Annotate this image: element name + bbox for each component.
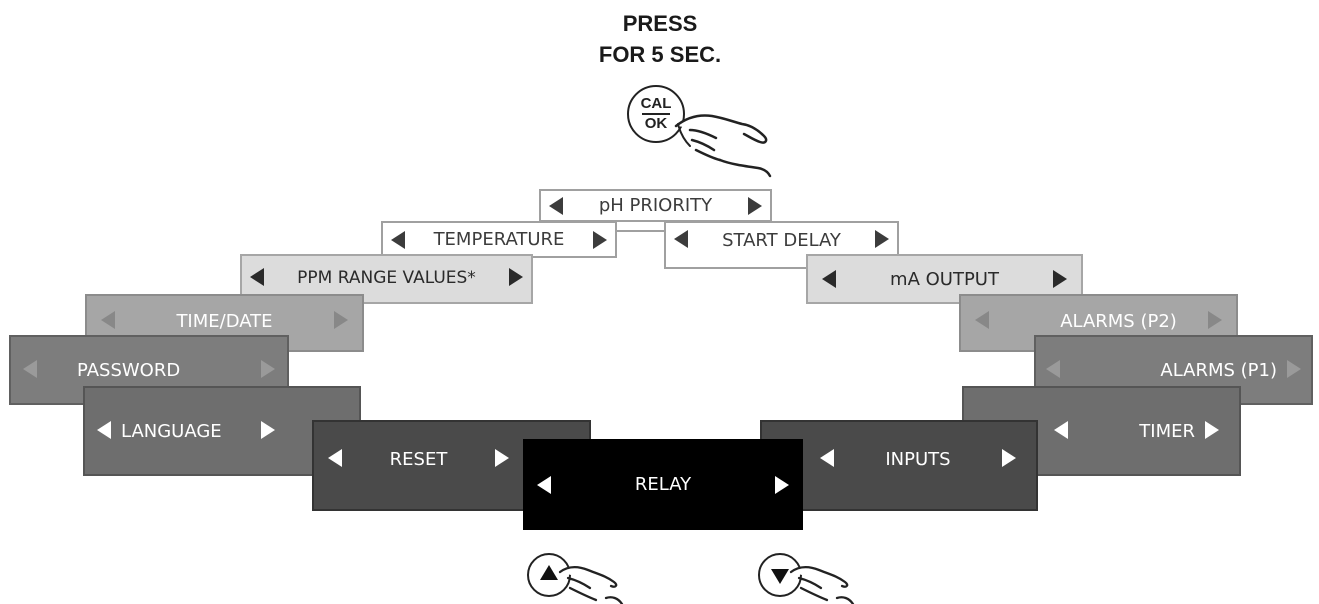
right-arrow-icon[interactable] — [748, 196, 762, 215]
left-arrow-icon[interactable] — [391, 230, 405, 249]
left-arrow-icon[interactable] — [250, 268, 264, 286]
menu-ph-priority[interactable]: pH PRIORITY — [539, 189, 772, 222]
instruction-line-2: FOR 5 SEC. — [598, 42, 722, 67]
menu-ppm-range-values[interactable]: PPM RANGE VALUES* — [240, 254, 533, 304]
right-arrow-icon[interactable] — [875, 230, 889, 248]
up-arrow-icon — [540, 565, 558, 580]
right-arrow-icon[interactable] — [509, 268, 523, 286]
menu-relay[interactable]: RELAY — [523, 439, 803, 530]
menu-ppm-range-values-label: PPM RANGE VALUES* — [297, 268, 476, 288]
right-arrow-icon[interactable] — [1208, 311, 1222, 329]
cal-label: CAL — [640, 95, 672, 112]
cal-ok-divider — [642, 113, 670, 115]
left-arrow-icon[interactable] — [975, 311, 989, 329]
up-arrow-button[interactable] — [527, 553, 571, 597]
menu-password-label: PASSWORD — [77, 360, 181, 381]
left-arrow-icon[interactable] — [1054, 421, 1068, 439]
pressing-hand-icon — [789, 566, 855, 604]
menu-time-date-label: TIME/DATE — [176, 311, 273, 332]
menu-temperature-label: TEMPERATURE — [433, 229, 565, 250]
left-arrow-icon[interactable] — [97, 421, 111, 439]
right-arrow-icon[interactable] — [1205, 421, 1219, 439]
right-arrow-icon[interactable] — [261, 421, 275, 439]
menu-alarms-p1-label: ALARMS (P1) — [1160, 360, 1277, 381]
menu-ph-priority-label: pH PRIORITY — [598, 195, 713, 216]
left-arrow-icon[interactable] — [674, 230, 688, 248]
down-arrow-icon — [771, 569, 789, 584]
cal-ok-button[interactable]: CAL OK — [627, 85, 685, 143]
left-arrow-icon[interactable] — [23, 360, 37, 378]
left-arrow-icon[interactable] — [101, 311, 115, 329]
menu-start-delay-label: START DELAY — [722, 230, 841, 251]
right-arrow-icon[interactable] — [1002, 449, 1016, 467]
right-arrow-icon[interactable] — [261, 360, 275, 378]
left-arrow-icon[interactable] — [1046, 360, 1060, 378]
left-arrow-icon[interactable] — [820, 449, 834, 467]
menu-temperature[interactable]: TEMPERATURE — [381, 221, 617, 258]
ok-label: OK — [644, 115, 668, 132]
pressing-hand-icon — [558, 566, 624, 604]
press-instruction: PRESS FOR 5 SEC. — [560, 8, 760, 70]
right-arrow-icon[interactable] — [495, 449, 509, 467]
menu-ma-output-label: mA OUTPUT — [890, 268, 999, 290]
right-arrow-icon[interactable] — [775, 475, 789, 494]
left-arrow-icon[interactable] — [822, 270, 836, 288]
down-arrow-button[interactable] — [758, 553, 802, 597]
menu-inputs-label: INPUTS — [885, 449, 951, 470]
left-arrow-icon[interactable] — [328, 449, 342, 467]
right-arrow-icon[interactable] — [1287, 360, 1301, 378]
menu-language-label: LANGUAGE — [121, 421, 222, 442]
right-arrow-icon[interactable] — [334, 311, 348, 329]
menu-reset-label: RESET — [389, 449, 448, 470]
menu-timer-label: TIMER — [1139, 421, 1195, 442]
pressing-hand-icon — [674, 114, 772, 178]
right-arrow-icon[interactable] — [593, 230, 607, 249]
instruction-line-1: PRESS — [622, 11, 698, 36]
left-arrow-icon[interactable] — [537, 475, 551, 494]
menu-alarms-p2-label: ALARMS (P2) — [1060, 311, 1177, 332]
right-arrow-icon[interactable] — [1053, 270, 1067, 288]
menu-relay-label: RELAY — [634, 474, 692, 495]
left-arrow-icon[interactable] — [549, 196, 563, 215]
